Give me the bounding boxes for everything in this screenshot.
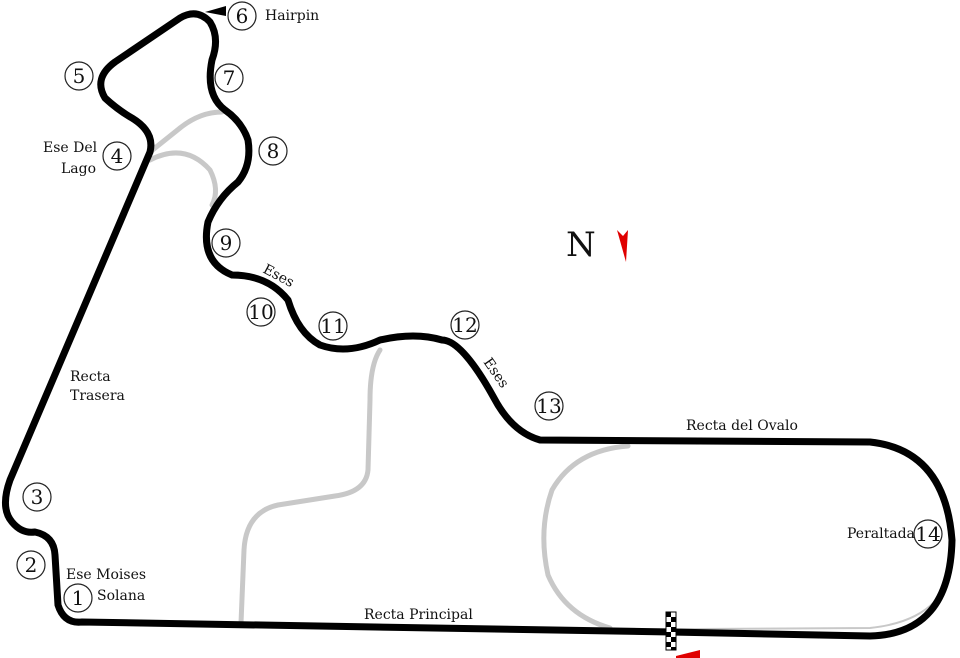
label-ese-moises-line2: Solana bbox=[97, 588, 145, 604]
label-recta-trasera-line1: Recta bbox=[70, 369, 111, 385]
svg-text:9: 9 bbox=[220, 231, 233, 255]
svg-text:11: 11 bbox=[320, 314, 345, 338]
corner-marker: 2 bbox=[16, 550, 46, 580]
corner-marker: 1 bbox=[63, 583, 93, 613]
label-recta-principal: Recta Principal bbox=[364, 607, 473, 623]
alt-section-top bbox=[147, 109, 225, 155]
svg-text:7: 7 bbox=[223, 66, 236, 90]
alt-section-inner bbox=[147, 150, 218, 208]
label-hairpin: Hairpin bbox=[265, 8, 319, 24]
label-peraltada: Peraltada bbox=[847, 526, 915, 542]
corner-marker: 4 bbox=[102, 141, 132, 171]
corner-marker: 14 bbox=[913, 519, 943, 549]
hairpin-arrow-icon bbox=[205, 6, 226, 16]
corner-marker: 13 bbox=[534, 391, 564, 421]
alt-section-oval-infield bbox=[541, 443, 631, 631]
svg-text:14: 14 bbox=[915, 522, 940, 546]
svg-text:2: 2 bbox=[25, 553, 38, 577]
svg-text:13: 13 bbox=[536, 394, 561, 418]
corner-markers: 1 2 3 4 5 6 7 8 9 10 11 12 13 14 bbox=[16, 1, 943, 613]
corner-marker: 7 bbox=[214, 63, 244, 93]
svg-text:10: 10 bbox=[248, 300, 273, 324]
corner-marker: 10 bbox=[246, 297, 276, 327]
label-ese-del-lago-line2: Lago bbox=[61, 161, 96, 177]
corner-marker: 8 bbox=[258, 136, 288, 166]
main-circuit bbox=[2, 10, 956, 640]
alt-section-oval-outer bbox=[539, 559, 954, 631]
svg-text:8: 8 bbox=[267, 139, 280, 163]
svg-text:3: 3 bbox=[31, 485, 44, 509]
direction-arrow-icon bbox=[676, 650, 700, 658]
svg-text:12: 12 bbox=[452, 313, 477, 337]
corner-marker: 11 bbox=[318, 311, 348, 341]
corner-marker: 6 bbox=[227, 1, 257, 31]
section-labels: Hairpin Ese Del Lago Eses Eses Recta Tra… bbox=[43, 8, 915, 623]
corner-marker: 5 bbox=[64, 61, 94, 91]
label-ese-moises-line1: Ese Moises bbox=[66, 567, 146, 583]
label-recta-trasera-line2: Trasera bbox=[70, 388, 125, 404]
start-finish-line bbox=[665, 611, 677, 651]
label-recta-del-ovalo: Recta del Ovalo bbox=[686, 418, 798, 434]
svg-text:5: 5 bbox=[73, 64, 86, 88]
label-ese-del-lago-line1: Ese Del bbox=[43, 140, 98, 156]
corner-marker: 3 bbox=[22, 482, 52, 512]
svg-text:4: 4 bbox=[111, 144, 124, 168]
svg-text:6: 6 bbox=[236, 4, 249, 28]
svg-text:1: 1 bbox=[72, 586, 85, 610]
alternate-layouts bbox=[147, 109, 954, 631]
north-label: N bbox=[566, 225, 596, 265]
north-arrow-icon bbox=[617, 230, 628, 262]
alt-section-infield bbox=[238, 347, 383, 626]
corner-marker: 12 bbox=[450, 310, 480, 340]
corner-marker: 9 bbox=[211, 228, 241, 258]
